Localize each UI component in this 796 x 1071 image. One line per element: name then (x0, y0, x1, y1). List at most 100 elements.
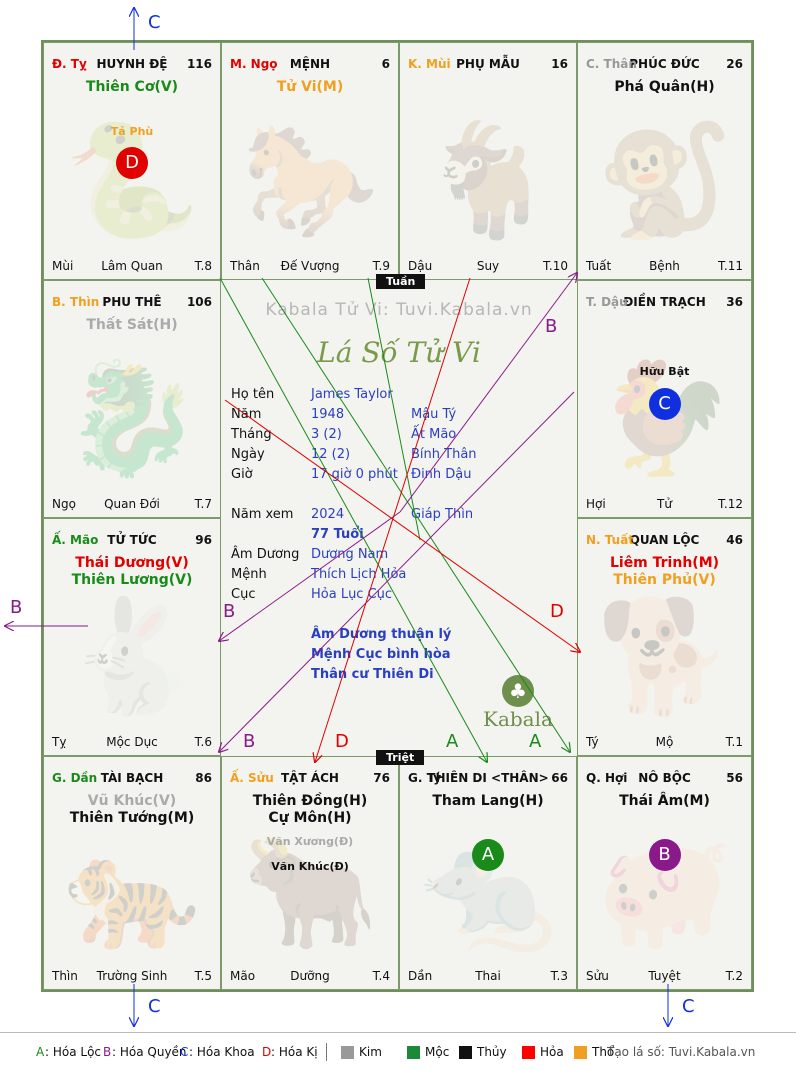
can-chi-label: Ấ. Sửu (230, 771, 274, 785)
palace-name: THIÊN DI <THÂN> (427, 771, 549, 785)
site-title: Kabala Tử Vi: Tuvi.Kabala.vn (265, 300, 533, 320)
info-can-chi: Mậu Tý (411, 407, 457, 422)
main-star: Thái Âm(M) (619, 793, 710, 809)
arrow-label-a-1: A (446, 731, 459, 752)
footer-branch: Thìn (52, 969, 78, 983)
legend-site[interactable]: Tạo lá số: Tuvi.Kabala.vn (607, 1045, 756, 1059)
can-chi-label: T. Dậu (586, 295, 628, 309)
can-chi-label: G. Tý (408, 771, 442, 785)
element-label: Thổ (592, 1045, 615, 1059)
info-label: Âm Dương (231, 547, 300, 562)
main-star: Phá Quân(H) (614, 79, 715, 95)
arrow-label-a-2: A (529, 731, 542, 752)
can-chi-label: M. Ngọ (230, 57, 278, 71)
palace-name: ĐIỀN TRẠCH (623, 295, 706, 309)
footer-branch: Dậu (408, 259, 433, 273)
info-label: Cục (231, 587, 256, 602)
arrow-label-d-right: D (550, 601, 564, 622)
can-chi-label: N. Tuất (586, 533, 635, 547)
footer-branch: Dần (408, 969, 433, 983)
life-stage: Tuyệt (648, 969, 681, 983)
arrow-label-b-low: B (243, 731, 256, 752)
can-chi-label: Đ. Tỵ (52, 57, 87, 71)
main-star: Thiên Tướng(M) (69, 810, 195, 826)
minor-star: Văn Khúc(Đ) (271, 860, 349, 873)
element-label: Hỏa (540, 1045, 564, 1059)
arrow-label-c-top: C (148, 12, 161, 33)
footer-branch: Hợi (586, 497, 606, 511)
center-panel: Kabala Tử Vi: Tuvi.Kabala.vn Lá Số Tử Vi… (221, 280, 577, 756)
kabala-logo: ♣ Kabala (483, 675, 553, 731)
legend-divider (326, 1043, 327, 1061)
info-can-chi: Ất Mão (411, 427, 457, 442)
can-chi-label: C. Thân (586, 57, 637, 71)
arrow-label-c-br: C (682, 996, 695, 1017)
life-stage: Thai (475, 969, 501, 983)
main-star: Tham Lang(H) (432, 793, 544, 809)
footer-month: T.4 (372, 969, 390, 983)
legend-hoa-key: D (262, 1045, 272, 1059)
palace-name: TỬ TỨC (107, 533, 157, 547)
footer-branch: Tuất (586, 259, 612, 273)
can-chi-label: G. Dần (52, 771, 98, 785)
hoa-badge-b: B (648, 839, 681, 871)
footer-branch: Tý (586, 735, 599, 749)
main-star: Thiên Lương(V) (71, 572, 193, 588)
line-b2 (219, 511, 401, 641)
palace-number: 96 (195, 533, 212, 547)
info-value: Dương Nam (311, 547, 389, 562)
hoa-badge-a: A (472, 839, 504, 871)
can-chi-label: K. Mùi (408, 57, 451, 71)
palace-name: PHU THÊ (102, 295, 162, 309)
footer-month: T.2 (725, 969, 743, 983)
footer-month: T.5 (194, 969, 212, 983)
footer-month: T.10 (543, 259, 568, 273)
footer-month: T.9 (372, 259, 390, 273)
element-swatch (341, 1046, 354, 1059)
info-label: Tháng (231, 427, 272, 442)
footer-month: T.7 (194, 497, 212, 511)
arrow-label-d-low: D (335, 731, 349, 752)
life-stage: Dưỡng (290, 969, 330, 983)
palace-name: TÀI BẠCH (100, 771, 164, 785)
element-label: Mộc (425, 1045, 450, 1059)
main-star: Cự Môn(H) (268, 810, 352, 826)
triet-tag: Triệt (376, 750, 425, 765)
palace-header: TẬT ÁCH Ấ. Sửu 76 (230, 771, 390, 785)
palace-name: TẬT ÁCH (281, 771, 339, 785)
line-d1 (224, 399, 580, 652)
footer-month: T.11 (718, 259, 743, 273)
palace-number: 76 (373, 771, 390, 785)
life-stage: Mộ (655, 735, 674, 749)
footer-branch: Tỵ (52, 735, 67, 749)
legend-hoa-key: B (103, 1045, 112, 1059)
life-stage: Đế Vượng (280, 259, 340, 273)
info-value: Hỏa Lục Cục (311, 587, 393, 602)
line-d2 (315, 277, 471, 762)
arrow-label-c-bl: C (148, 996, 161, 1017)
palace-number: 36 (726, 295, 743, 309)
tree-icon: ♣ (501, 675, 534, 707)
info-value: 17 giờ 0 phút (311, 467, 398, 482)
arrow-label-b-mid: B (223, 601, 236, 622)
main-star: Vũ Khúc(V) (87, 793, 177, 809)
info-value: 2024 (311, 507, 345, 522)
line-a1 (219, 277, 487, 762)
palace-name: PHÚC ĐỨC (629, 57, 700, 71)
main-star: Thiên Đồng(H) (252, 793, 368, 809)
life-stage: Lâm Quan (101, 259, 163, 273)
element-label: Kim (359, 1045, 382, 1059)
element-swatch (459, 1046, 472, 1059)
